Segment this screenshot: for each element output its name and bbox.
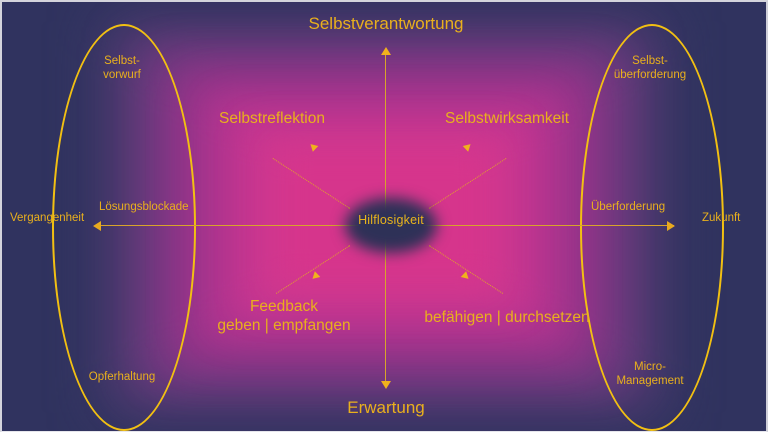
diagonal-arrowhead-up-left [307, 141, 319, 152]
center-node-blob [345, 198, 437, 253]
left-ellipse-top-line1: Selbst- [104, 55, 140, 67]
axis-label-left-end: Vergangenheit [10, 212, 85, 224]
diagonal-arrow-up-right [428, 157, 507, 209]
axis-label-right-end: Zukunft [702, 212, 741, 224]
quadrant-label-bottom-left: Feedback geben | empfangen [174, 298, 394, 336]
left-ellipse-bottom-label: Opferhaltung [88, 371, 156, 383]
right-ellipse-top-label: Selbst- überforderung [590, 54, 710, 82]
right-ellipse-top-line2: überforderung [613, 69, 687, 82]
quadrant-label-top-right: Selbstwirksamkeit [444, 110, 570, 127]
diagonal-arrow-down-left [275, 245, 351, 294]
right-ellipse-bottom-line2: Management [616, 375, 684, 388]
quadrant-label-bottom-left-line1: Feedback [249, 298, 319, 315]
quadrant-label-bottom-right: befähigen | durchsetzen [424, 309, 590, 326]
center-node-label: Hilflosigkeit [358, 213, 424, 227]
arrow-left-icon [93, 221, 101, 231]
arrow-down-icon [381, 381, 391, 389]
arrow-up-icon [381, 47, 391, 55]
left-ellipse-top-line2: vorwurf [103, 69, 141, 82]
left-ellipse-top-label: Selbst- vorwurf [62, 54, 182, 82]
diagonal-arrowhead-up-right [462, 141, 474, 152]
axis-label-left-inner: Lösungsblockade [99, 201, 189, 213]
arrow-right-icon [667, 221, 675, 231]
quadrant-label-top-left: Selbstreflektion [219, 110, 325, 127]
right-ellipse [580, 24, 724, 431]
right-ellipse-bottom-line1: Micro- [634, 361, 666, 373]
quadrant-label-bottom-left-line2: geben | empfangen [217, 316, 351, 334]
right-ellipse-top-line1: Selbst- [632, 55, 668, 67]
axis-label-bottom: Erwartung [347, 398, 425, 417]
diagonal-arrow-down-right [428, 245, 504, 294]
diagonal-arrow-up-left [272, 157, 351, 209]
axis-label-right-inner: Überforderung [591, 201, 666, 213]
diagonal-arrowhead-down-left [309, 271, 321, 282]
right-ellipse-bottom-label: Micro- Management [590, 360, 710, 388]
left-ellipse [52, 24, 196, 431]
axis-label-top: Selbstverantwortung [308, 14, 464, 33]
